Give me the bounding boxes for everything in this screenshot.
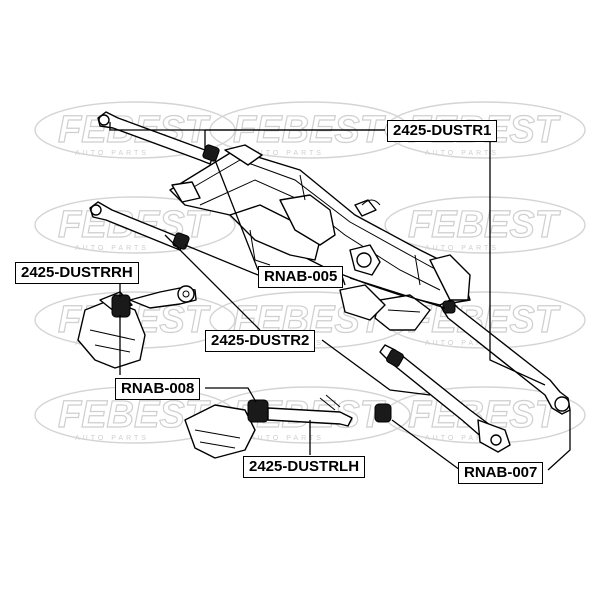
control-arm-dustr1-lower bbox=[439, 299, 571, 415]
knuckle-lh bbox=[184, 394, 392, 459]
watermark-5: FEBEST AUTO PARTS bbox=[384, 196, 586, 254]
watermark-brand: FEBEST bbox=[58, 394, 211, 436]
rear-subframe bbox=[169, 144, 471, 331]
watermark-sub: AUTO PARTS bbox=[425, 340, 499, 347]
callout-rnab-007: RNAB-007 bbox=[458, 462, 544, 484]
knuckle-rh bbox=[77, 285, 197, 369]
watermark-sub: AUTO PARTS bbox=[425, 435, 499, 442]
watermark-sub: AUTO PARTS bbox=[425, 150, 499, 157]
control-arm-dustr2 bbox=[89, 201, 190, 251]
callout-rnab-008: RNAB-008 bbox=[115, 378, 201, 400]
control-arm-lower-diagonal bbox=[379, 344, 511, 453]
watermark-sub: AUTO PARTS bbox=[75, 150, 149, 157]
callout-2425-dustr1: 2425-DUSTR1 bbox=[387, 120, 498, 142]
callout-rnab-005: RNAB-005 bbox=[258, 266, 344, 288]
watermark-sub: AUTO PARTS bbox=[75, 435, 149, 442]
watermark-sub: AUTO PARTS bbox=[250, 150, 324, 157]
control-arm-dustr1-upper bbox=[97, 111, 220, 165]
watermark-sub: AUTO PARTS bbox=[425, 245, 499, 252]
callout-2425-dustr2: 2425-DUSTR2 bbox=[205, 330, 316, 352]
leader-lines bbox=[109, 122, 571, 471]
watermark-sub: AUTO PARTS bbox=[75, 245, 149, 252]
callout-2425-dustrlh: 2425-DUSTRLH bbox=[243, 456, 366, 478]
callout-2425-dustrrh: 2425-DUSTRRH bbox=[15, 262, 139, 284]
watermark-brand: FEBEST bbox=[408, 204, 561, 246]
watermark-sub: AUTO PARTS bbox=[250, 435, 324, 442]
